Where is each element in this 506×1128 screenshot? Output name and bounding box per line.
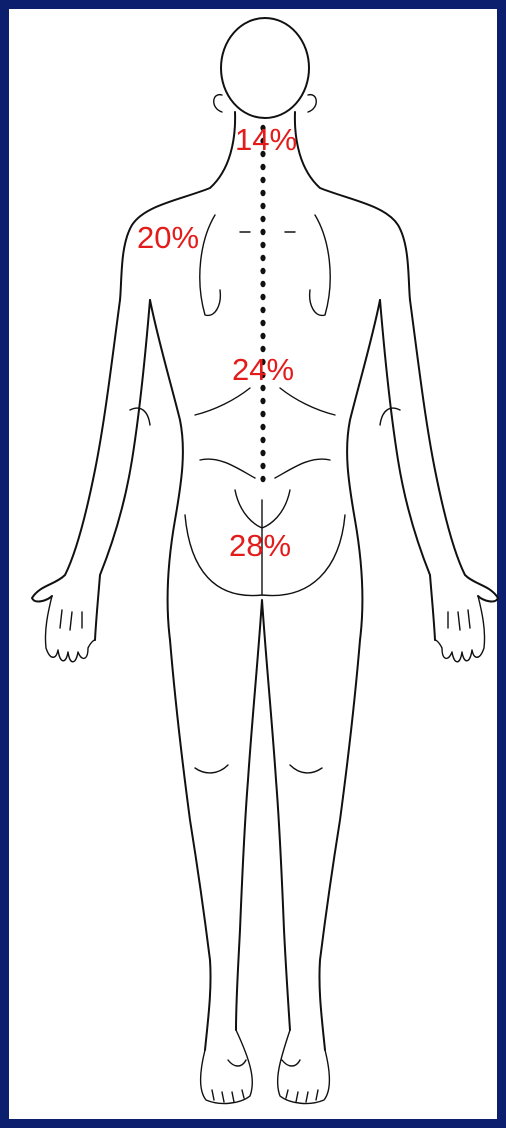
- spine-dot: [260, 281, 265, 287]
- left-ear: [214, 95, 222, 112]
- spine-dot: [260, 398, 265, 404]
- head-outline: [221, 18, 309, 118]
- left-arm-outline: [32, 300, 150, 640]
- spine-dot: [260, 411, 265, 417]
- spine-dot: [260, 450, 265, 456]
- spine-dot: [260, 476, 265, 482]
- spine-dot: [260, 216, 265, 222]
- left-hand-outline: [45, 596, 95, 662]
- spine-dot: [260, 268, 265, 274]
- spine-dot: [260, 164, 265, 170]
- left-foot-outline: [201, 1030, 253, 1103]
- spine-dot: [260, 203, 265, 209]
- knee-lines: [195, 765, 322, 773]
- right-ear: [308, 95, 316, 112]
- left-scapula: [200, 215, 221, 315]
- ankle-marks: [228, 1060, 300, 1066]
- shoulder-percentage-label: 20%: [137, 222, 199, 253]
- spine-dot: [260, 255, 265, 261]
- spine-dot: [260, 229, 265, 235]
- spine-dot: [260, 463, 265, 469]
- right-scapula: [310, 215, 331, 315]
- spine-dot: [260, 294, 265, 300]
- neck-percentage-label: 14%: [235, 124, 297, 155]
- spine-dot: [260, 177, 265, 183]
- spine-dot: [260, 333, 265, 339]
- spine-dot: [260, 242, 265, 248]
- spine: [260, 125, 265, 482]
- right-hand-outline: [435, 596, 485, 662]
- low-back-percentage-label: 28%: [229, 530, 291, 561]
- spine-dot: [260, 424, 265, 430]
- spine-dot: [260, 437, 265, 443]
- spine-dot: [260, 320, 265, 326]
- spine-dot: [260, 307, 265, 313]
- legs-outline: [170, 600, 360, 1050]
- right-arm-outline: [380, 300, 498, 640]
- mid-back-percentage-label: 24%: [232, 354, 294, 385]
- spine-dot: [260, 190, 265, 196]
- right-foot-outline: [278, 1030, 330, 1103]
